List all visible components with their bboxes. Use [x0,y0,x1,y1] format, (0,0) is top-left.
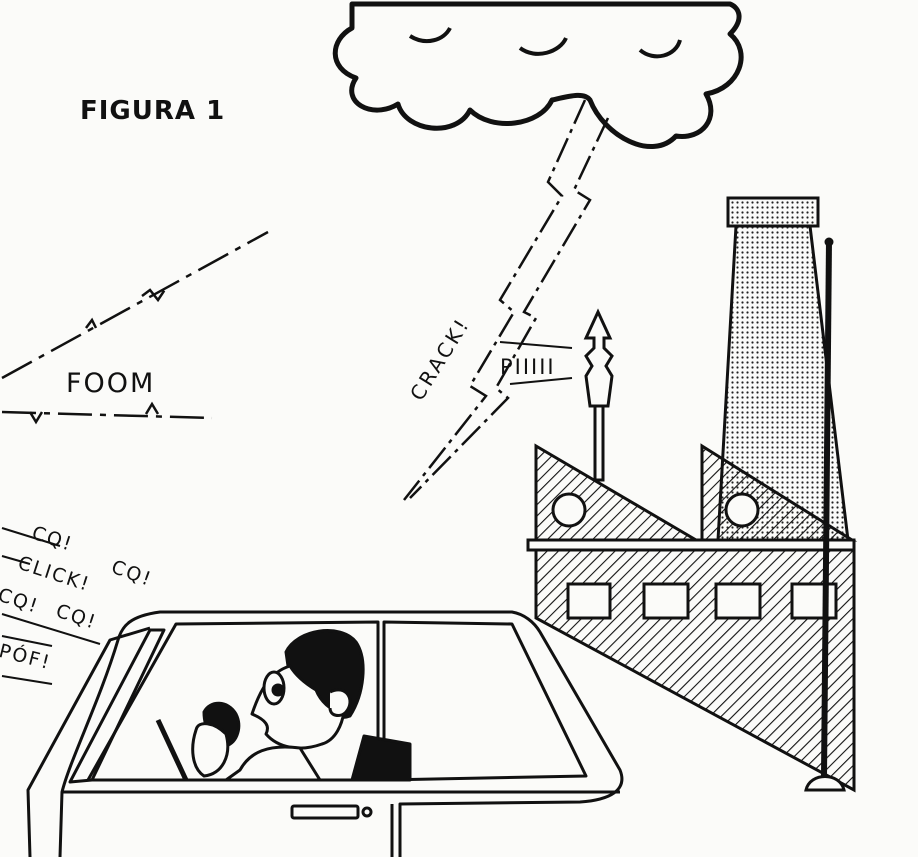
driver-icon [155,629,412,782]
tower-signal [499,341,573,385]
antenna-icon [804,237,846,792]
factory-icon [526,443,858,793]
plane-trail [1,230,269,425]
lightning-icon [403,99,610,501]
car-icon [26,610,624,857]
radio-noise-lines [1,527,101,685]
cloud-icon [332,1,744,149]
figure-title: FIGURA 1 [80,96,226,126]
sound-foom: FOOM [66,368,156,399]
sound-piiiii: PIIIII [500,355,556,379]
microphone-icon [191,701,241,778]
tower-icon [583,308,614,482]
